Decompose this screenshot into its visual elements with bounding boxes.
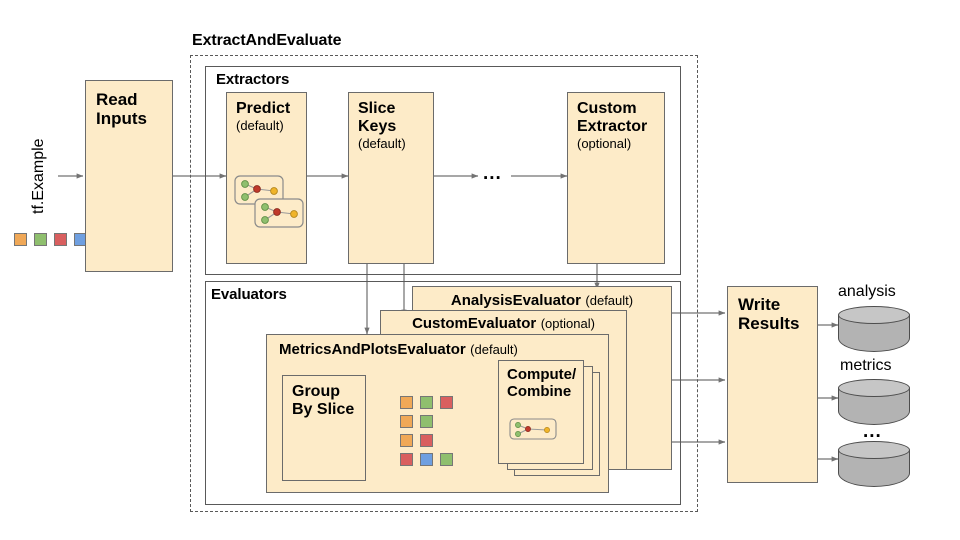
- input-chip-2: [54, 233, 67, 246]
- tf-example-label: tf.Example: [30, 138, 47, 214]
- compute-combine-line2: Combine: [507, 382, 572, 400]
- input-chip-1: [34, 233, 47, 246]
- slice-chip: [420, 415, 433, 428]
- compute-combine-line1: Compute/: [507, 366, 577, 383]
- analysis-evaluator-name: AnalysisEvaluator: [450, 292, 581, 309]
- slice-chip: [440, 396, 453, 409]
- node-group-by-slice[interactable]: Group By Slice: [282, 375, 366, 481]
- read-inputs-line1: Read: [96, 90, 138, 109]
- custom-extractor-line2: Extractor: [577, 117, 648, 135]
- slice-chip-row-2: [400, 434, 433, 447]
- metrics-evaluator-sub: (default): [470, 342, 518, 357]
- custom-extractor-sub: (optional): [577, 135, 632, 151]
- sink-label-metrics: metrics: [840, 357, 892, 374]
- node-predict[interactable]: Predict (default): [226, 92, 307, 264]
- slice-keys-line1: Slice: [358, 100, 396, 117]
- sink-cylinder-metrics[interactable]: [838, 379, 910, 425]
- slice-chip-row-3: [400, 453, 453, 466]
- custom-evaluator-sub: (optional): [540, 316, 595, 331]
- slice-keys-line2: Keys: [358, 117, 397, 135]
- evaluators-group: [205, 281, 681, 505]
- extractor-ellipsis: ...: [483, 163, 502, 184]
- extractors-group: [205, 66, 681, 275]
- slice-chip: [400, 453, 413, 466]
- sink-cylinder-more[interactable]: [838, 441, 910, 487]
- cylinder-top: [838, 379, 910, 397]
- cylinder-top: [838, 306, 910, 324]
- group-by-slice-line1: Group: [292, 383, 340, 400]
- node-read-inputs[interactable]: Read Inputs: [85, 80, 173, 272]
- metrics-evaluator-name: MetricsAndPlotsEvaluator: [279, 341, 466, 358]
- read-inputs-line2: Inputs: [96, 109, 147, 129]
- group-by-slice-line2: By Slice: [292, 400, 355, 418]
- write-results-line2: Results: [738, 314, 800, 334]
- slice-chip: [420, 434, 433, 447]
- node-write-results[interactable]: Write Results: [727, 286, 818, 483]
- metric-graph-icon: [509, 418, 557, 440]
- slice-chip: [400, 396, 413, 409]
- slice-chip: [400, 434, 413, 447]
- analysis-evaluator-sub: (default): [585, 293, 634, 308]
- model-graph-icon: [234, 175, 304, 228]
- slice-chip: [400, 415, 413, 428]
- extract-and-evaluate-group: [190, 55, 698, 512]
- input-chip-row: [14, 233, 87, 246]
- slice-keys-sub: (default): [358, 135, 406, 151]
- sink-cylinder-analysis[interactable]: [838, 306, 910, 352]
- evaluators-title: Evaluators: [211, 286, 287, 303]
- node-compute-combine[interactable]: Compute/ Combine: [498, 360, 584, 464]
- extract-and-evaluate-title: ExtractAndEvaluate: [192, 32, 342, 49]
- input-chip-0: [14, 233, 27, 246]
- node-custom-extractor[interactable]: Custom Extractor (optional): [567, 92, 665, 264]
- cylinder-top: [838, 441, 910, 459]
- sink-label-analysis: analysis: [838, 283, 896, 300]
- predict-sub: (default): [236, 117, 284, 133]
- sink-label-more: ...: [863, 421, 882, 442]
- write-results-line1: Write: [738, 295, 781, 314]
- slice-chip-row-1: [400, 415, 433, 428]
- node-slice-keys[interactable]: Slice Keys (default): [348, 92, 434, 264]
- predict-line1: Predict: [236, 100, 291, 117]
- custom-evaluator-name: CustomEvaluator: [412, 315, 537, 332]
- slice-chip-row-0: [400, 396, 453, 409]
- slice-chip: [440, 453, 453, 466]
- custom-extractor-line1: Custom: [577, 100, 637, 117]
- slice-chip: [420, 453, 433, 466]
- slice-chip: [420, 396, 433, 409]
- extractors-title: Extractors: [216, 71, 290, 88]
